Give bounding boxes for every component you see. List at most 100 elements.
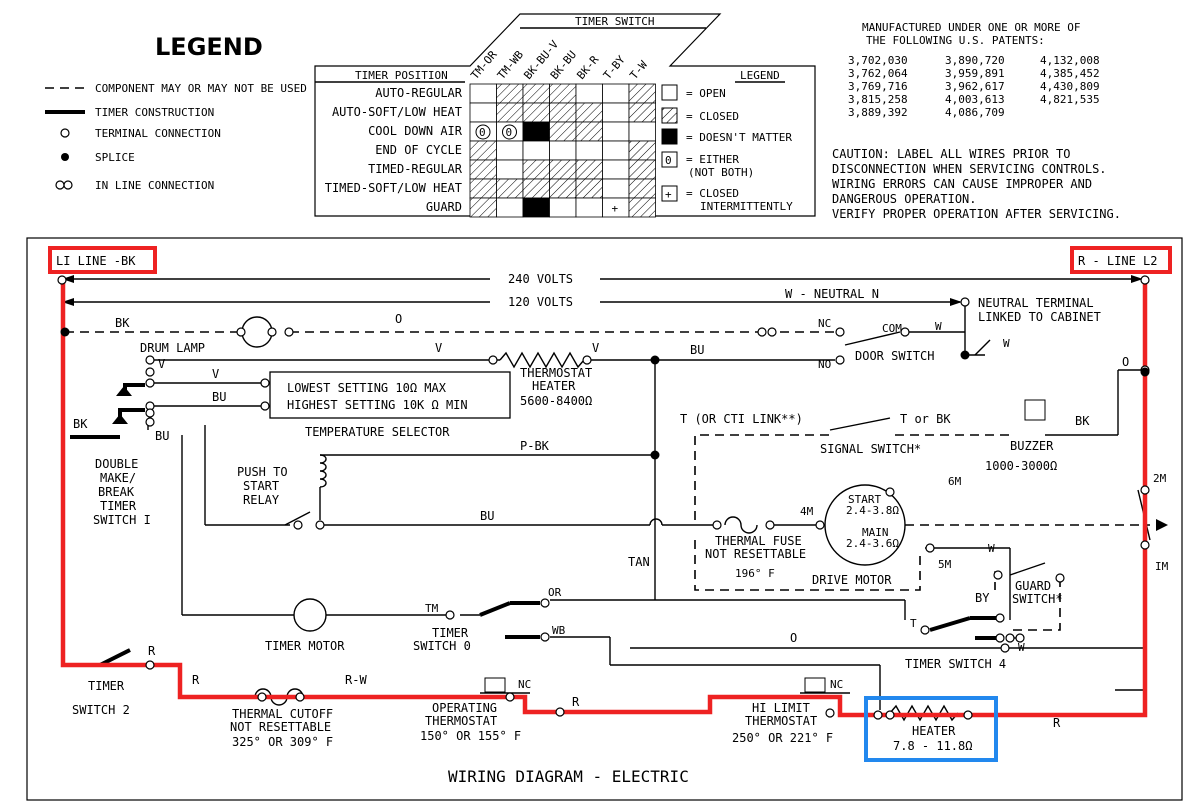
terminal-connection [295, 692, 305, 702]
patents-line2: THE FOLLOWING U.S. PATENTS: [866, 34, 1045, 47]
start-winding-label: START [848, 493, 881, 506]
timer-switch-title: TIMER SWITCH [575, 15, 654, 28]
wire-label: TAN [628, 555, 650, 569]
terminal-connection [1140, 485, 1150, 495]
wire-label: NC [830, 678, 843, 691]
splice-symbol [61, 153, 69, 161]
wire-label: O [1122, 355, 1129, 369]
timer-cell [602, 140, 630, 161]
wire-label: TM [425, 602, 439, 615]
timer-cell [496, 140, 524, 161]
wire-label: R-W [345, 673, 367, 687]
timer-cell [496, 83, 524, 104]
double-make-label: DOUBLE [95, 457, 138, 471]
timer-cell [522, 197, 550, 218]
open-symbol [661, 84, 678, 101]
relay-coil [319, 454, 327, 488]
wire-label: W [1018, 641, 1025, 654]
patent-number: 3,769,716 [848, 80, 908, 93]
timer-cell [549, 83, 577, 104]
wire-label: BU [212, 390, 226, 404]
terminal-connection [145, 417, 155, 427]
neutral-terminal-label: NEUTRAL TERMINAL [978, 296, 1094, 310]
wire-label: O [790, 631, 797, 645]
timer-cell [575, 178, 603, 199]
line-l2-label: R - LINE L2 [1078, 254, 1157, 268]
lowest-setting-label: LOWEST SETTING 10Ω MAX [287, 381, 447, 395]
double-make-label: MAKE/ [100, 471, 136, 485]
hi-limit-label: HI LIMIT [752, 701, 810, 715]
120-volts-label: 120 VOLTS [508, 295, 573, 309]
timer-switch-2-label: SWITCH 2 [72, 703, 130, 717]
timer-switch-0-label: SWITCH 0 [413, 639, 471, 653]
timer-cell [522, 121, 550, 142]
terminal-connection [445, 610, 455, 620]
caution-line: VERIFY PROPER OPERATION AFTER SERVICING. [832, 207, 1121, 221]
timer-cell [469, 159, 497, 180]
timer-position-row: COOL DOWN AIR [368, 124, 463, 138]
buzzer-value: 1000-3000Ω [985, 459, 1057, 473]
terminal-connection [765, 520, 775, 530]
patent-number: 3,959,891 [945, 67, 1005, 80]
caution-line: CAUTION: LABEL ALL WIRES PRIOR TO [832, 147, 1070, 161]
terminal-connection [885, 710, 895, 720]
timer-column-label: T-W [627, 58, 650, 82]
door-switch-label: DOOR SWITCH [855, 349, 934, 363]
terminal-connection [1140, 540, 1150, 550]
patent-number: 3,962,617 [945, 80, 1005, 93]
thermostat-heater-value: 5600-8400Ω [520, 394, 592, 408]
caution-line: WIRING ERRORS CAN CAUSE IMPROPER AND [832, 177, 1092, 191]
timer-cell [549, 178, 577, 199]
wire-label: NC [518, 678, 531, 691]
line-l1-label: LI LINE -BK [56, 254, 136, 268]
timer-cell [522, 159, 550, 180]
footer-title: WIRING DIAGRAM - ELECTRIC [448, 767, 689, 786]
signal-switch-label: SIGNAL SWITCH* [820, 442, 921, 456]
chart-legend-item: (NOT BOTH) [688, 166, 754, 179]
wire-label: W [1003, 337, 1010, 350]
timer-cell [469, 178, 497, 199]
legend-item: COMPONENT MAY OR MAY NOT BE USED [95, 82, 307, 95]
wire-label: OR [548, 586, 562, 599]
timer-switch-2-label: TIMER [88, 679, 125, 693]
neutral-terminal-label: LINKED TO CABINET [978, 310, 1101, 324]
timer-column-label: TM-WB [495, 48, 526, 82]
temperature-selector-label: TEMPERATURE SELECTOR [305, 425, 450, 439]
timer-cell-either: 0 [506, 126, 513, 139]
start-winding-value: 2.4-3.8Ω [846, 504, 899, 517]
terminal-connection [488, 355, 498, 365]
intermittent-symbol [661, 185, 678, 202]
operating-thermostat-label: 150° OR 155° F [420, 729, 521, 743]
timer-position-row: GUARD [426, 200, 462, 214]
timer-chart: TIMER SWITCH TIMER POSITION TM-ORTM-WBBK… [314, 13, 816, 218]
patent-number: 4,132,008 [1040, 54, 1100, 67]
timer-cell [628, 140, 656, 161]
splice [650, 355, 660, 365]
timer-cell [496, 178, 524, 199]
chart-legend-item: = OPEN [686, 87, 726, 100]
terminal-connection [260, 401, 270, 411]
timer-cell [628, 121, 656, 142]
240-volts-label: 240 VOLTS [508, 272, 573, 286]
timer-cell-either: 0 [479, 126, 486, 139]
wire-label: NC [818, 317, 831, 330]
terminal-connection [1000, 643, 1010, 653]
patents-line1: MANUFACTURED UNDER ONE OR MORE OF [862, 21, 1081, 34]
patent-number: 4,003,613 [945, 93, 1005, 106]
timer-cell [522, 102, 550, 123]
wire-label: 6M [948, 475, 962, 488]
timer-cell [496, 197, 524, 218]
thermal-fuse-label: NOT RESETTABLE [705, 547, 806, 561]
terminal-connection [505, 692, 515, 702]
either-symbol [661, 151, 678, 168]
wire-label: 4M [800, 505, 814, 518]
operating-thermostat-label: THERMOSTAT [425, 714, 497, 728]
terminal-connection [920, 625, 930, 635]
highest-setting-label: HIGHEST SETTING 10K Ω MIN [287, 398, 468, 412]
wire-label: R [572, 695, 580, 709]
timer-position-row: TIMED-REGULAR [368, 162, 463, 176]
wire-label: BU [155, 429, 169, 443]
timer-cell [602, 178, 630, 199]
timer-cell [575, 121, 603, 142]
push-to-start-label: PUSH TO [237, 465, 288, 479]
